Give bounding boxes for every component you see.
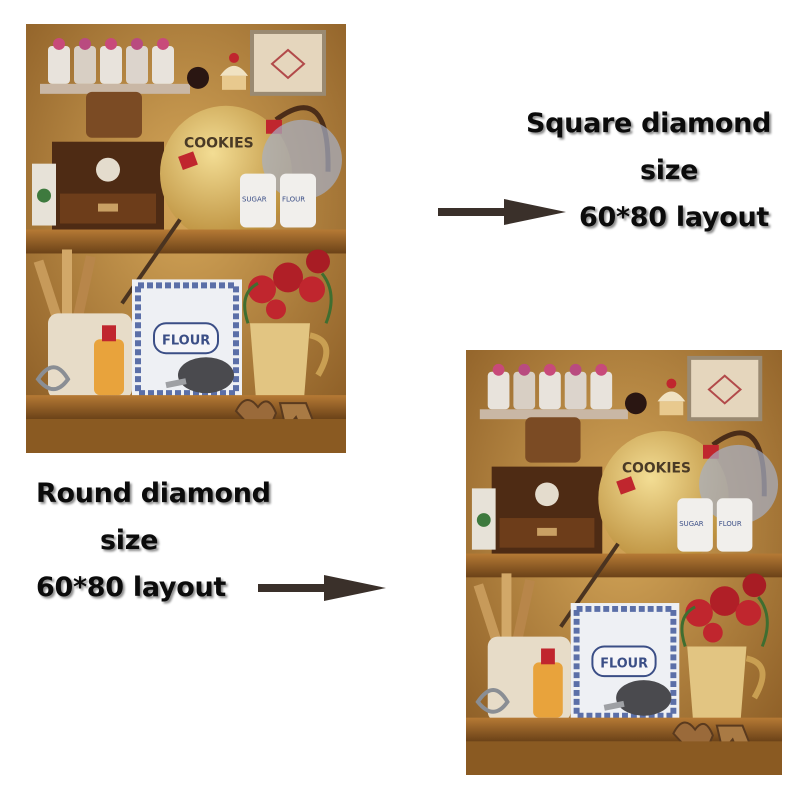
caption-line: 60*80 layout xyxy=(36,572,226,603)
flour-label: FLOUR xyxy=(600,656,648,671)
caption-line: Round diamond xyxy=(36,478,271,509)
flour-shaker-label: FLOUR xyxy=(282,196,305,204)
caption-line: Square diamond xyxy=(526,108,772,139)
caption-line: size xyxy=(100,525,159,556)
cookies-label: COOKIES xyxy=(622,461,691,477)
sugar-label: SUGAR xyxy=(242,196,267,204)
square-diamond-caption: Square diamond size 60*80 layout xyxy=(526,100,776,241)
cookies-label: COOKIES xyxy=(184,136,254,152)
flour-shaker-label: FLOUR xyxy=(719,520,742,528)
flour-label: FLOUR xyxy=(162,333,210,348)
caption-line: size xyxy=(640,155,699,186)
round-diamond-artwork: COOKIES SUGAR FLOUR FLOUR xyxy=(466,350,782,775)
square-diamond-artwork: COOKIES SUGAR FLOUR FLOUR xyxy=(26,24,346,453)
arrow-right-icon xyxy=(258,575,386,601)
arrow-right-icon xyxy=(438,199,566,225)
caption-line: 60*80 layout xyxy=(579,202,769,233)
sugar-label: SUGAR xyxy=(679,520,704,528)
round-diamond-caption: Round diamond size 60*80 layout xyxy=(36,470,286,611)
